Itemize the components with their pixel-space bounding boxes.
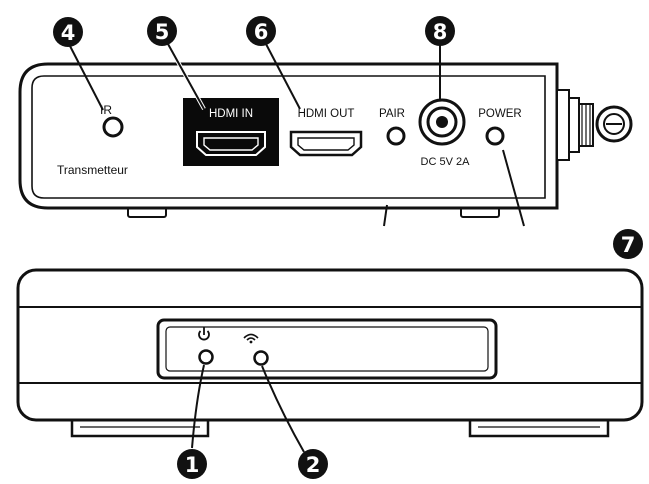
callout-5-line [167,43,205,110]
power-icon [198,327,210,341]
ir-label: IR [100,103,112,117]
callout-6-line [265,43,301,110]
hdmi-out-label: HDMI OUT [298,108,355,120]
led-window [156,318,498,380]
wireless-signal-icon [243,333,259,344]
callout-badge-2: 2 [298,449,328,479]
pair-button [386,126,406,146]
callout-5-number: 5 [155,20,170,44]
power-leader-line [502,149,525,227]
rear-panel: IR Transmetteur HDMI IN HDMI OUT PAIR DC… [18,43,633,227]
dc-label: DC 5V 2A [421,156,471,168]
callout-2-number: 2 [306,453,321,477]
callout-6-number: 6 [254,20,269,44]
front-power-led [198,349,214,365]
hdmi-in-label: HDMI IN [209,108,253,120]
front-panel [16,268,644,453]
callout-1-line [191,364,205,449]
callout-badge-5: 5 [147,16,177,46]
callout-badge-6: 6 [246,16,276,46]
rear-panel-body [18,62,559,210]
callout-8-number: 8 [433,20,448,44]
callout-badge-8: 8 [425,16,455,46]
callout-1-number: 1 [185,453,200,477]
callout-badge-4: 4 [53,17,83,47]
power-label: POWER [478,108,521,120]
transmitter-label: Transmetteur [57,163,128,177]
callout-2-line [261,365,305,453]
callout-badge-7: 7 [613,229,643,259]
power-led [485,126,505,146]
callout-7-number: 7 [621,233,636,257]
pair-label: PAIR [379,108,405,120]
callout-4-number: 4 [61,21,76,45]
hdmi-out-port [289,130,363,157]
callout-badge-1: 1 [177,449,207,479]
pair-leader-line [383,204,388,227]
rear-panel-inner [31,75,546,199]
antenna-connector [556,89,633,161]
ir-sensor [102,116,124,138]
front-link-led [253,350,269,366]
hdmi-in-port [196,131,266,156]
callout-4-line [69,45,104,111]
